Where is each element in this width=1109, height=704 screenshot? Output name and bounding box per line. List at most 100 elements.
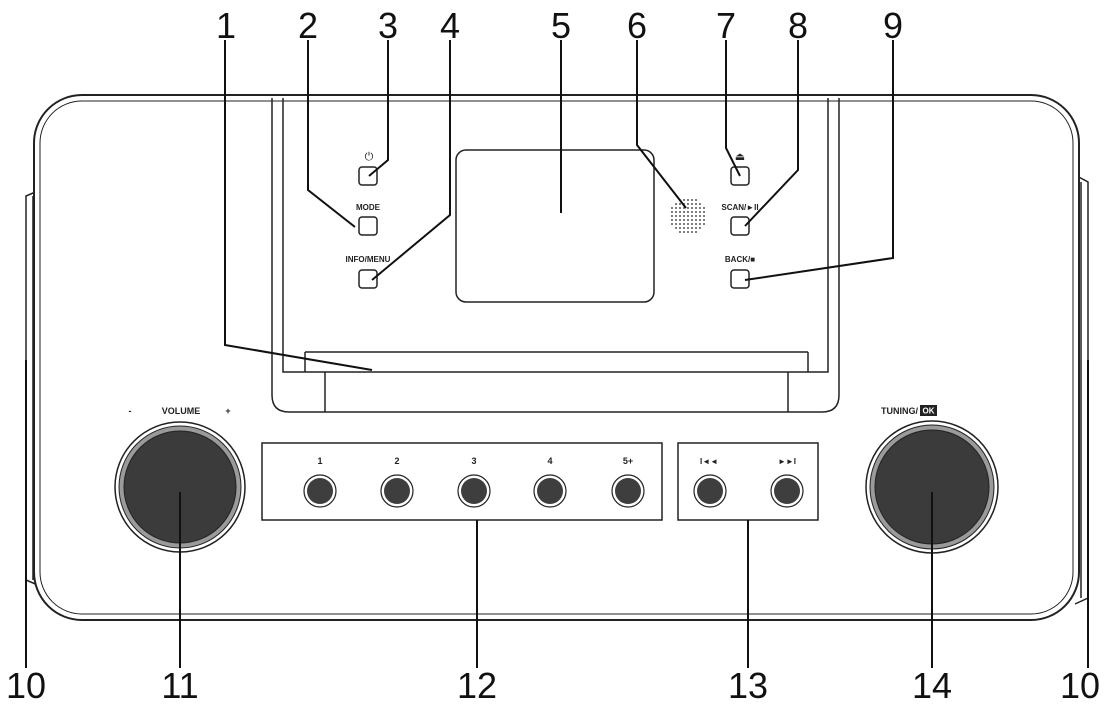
next-track-button[interactable] xyxy=(770,474,804,508)
ir-sensor-grid xyxy=(671,199,705,233)
ir-sensor-dot xyxy=(679,223,681,225)
ir-sensor-dot xyxy=(671,215,673,217)
ir-sensor-dot xyxy=(695,219,697,221)
ir-sensor-dot xyxy=(675,223,677,225)
callout-14: 14 xyxy=(912,665,952,704)
ir-sensor-dot xyxy=(671,211,673,213)
callout-2: 2 xyxy=(298,5,318,46)
preset-label-5plus: 5+ xyxy=(623,456,633,466)
previous-track-button[interactable] xyxy=(693,474,727,508)
ir-sensor-dot xyxy=(699,211,701,213)
ir-sensor-dot xyxy=(683,219,685,221)
preset-label-3: 3 xyxy=(471,456,476,466)
ir-sensor-dot xyxy=(671,223,673,225)
ir-sensor-dot xyxy=(675,207,677,209)
ir-sensor-dot xyxy=(699,207,701,209)
next-track-icon: ►►I xyxy=(778,457,796,466)
ir-sensor-dot xyxy=(671,207,673,209)
ir-sensor-dot xyxy=(695,203,697,205)
volume-plus-label: + xyxy=(225,406,230,416)
ir-sensor-dot xyxy=(687,219,689,221)
ir-sensor-dot xyxy=(675,215,677,217)
callout-5: 5 xyxy=(551,5,571,46)
volume-label: VOLUME xyxy=(162,406,201,416)
ir-sensor-dot xyxy=(675,211,677,213)
preset-label-2: 2 xyxy=(394,456,399,466)
ir-sensor-dot xyxy=(683,231,685,233)
ir-sensor-dot xyxy=(699,223,701,225)
ir-sensor-dot xyxy=(699,215,701,217)
ir-sensor-dot xyxy=(703,207,705,209)
preset-label-1: 1 xyxy=(317,456,322,466)
ir-sensor-dot xyxy=(671,219,673,221)
callout-9: 9 xyxy=(883,5,903,46)
volume-knob[interactable] xyxy=(114,421,246,553)
ir-sensor-dot xyxy=(691,211,693,213)
preset-button-5plus[interactable] xyxy=(611,474,645,508)
ir-sensor-dot xyxy=(687,207,689,209)
ir-sensor-dot xyxy=(699,227,701,229)
ir-sensor-dot xyxy=(695,207,697,209)
callout-7: 7 xyxy=(716,5,736,46)
scan-play-pause-label: SCAN/►II xyxy=(721,203,758,212)
ir-sensor-dot xyxy=(675,219,677,221)
ir-sensor-dot xyxy=(695,211,697,213)
display-screen xyxy=(455,149,655,303)
back-stop-label: BACK/■ xyxy=(725,255,755,264)
info-menu-button[interactable] xyxy=(358,269,378,289)
scan-play-pause-button[interactable] xyxy=(730,216,750,236)
ir-sensor-dot xyxy=(703,211,705,213)
ir-sensor-dot xyxy=(691,219,693,221)
preset-button-1[interactable] xyxy=(303,474,337,508)
callout-10-left: 10 xyxy=(6,665,46,704)
ir-sensor-dot xyxy=(687,203,689,205)
ir-sensor-dot xyxy=(683,199,685,201)
callout-4: 4 xyxy=(440,5,460,46)
ir-sensor-dot xyxy=(691,231,693,233)
callout-8: 8 xyxy=(788,5,808,46)
ir-sensor-dot xyxy=(691,203,693,205)
ir-sensor-dot xyxy=(691,215,693,217)
ir-sensor-dot xyxy=(679,211,681,213)
top-control-panel xyxy=(271,98,840,413)
callout-12: 12 xyxy=(457,665,497,704)
ir-sensor-dot xyxy=(699,219,701,221)
ir-sensor-dot xyxy=(679,227,681,229)
mode-label: MODE xyxy=(356,203,381,212)
ir-sensor-dot xyxy=(683,215,685,217)
ir-sensor-dot xyxy=(691,199,693,201)
preset-button-2[interactable] xyxy=(380,474,414,508)
ir-sensor-dot xyxy=(691,207,693,209)
ir-sensor-dot xyxy=(679,207,681,209)
info-menu-label: INFO/MENU xyxy=(346,255,391,264)
preset-button-4[interactable] xyxy=(533,474,567,508)
callout-3: 3 xyxy=(378,5,398,46)
volume-minus-label: - xyxy=(129,406,132,416)
ir-sensor-dot xyxy=(683,211,685,213)
callout-13: 13 xyxy=(728,665,768,704)
previous-track-icon: I◄◄ xyxy=(700,457,718,466)
ir-sensor-dot xyxy=(703,223,705,225)
ir-sensor-dot xyxy=(675,203,677,205)
tuning-ok-label: OK xyxy=(923,407,935,416)
tuning-label: TUNING/ xyxy=(881,406,918,416)
ir-sensor-dot xyxy=(675,227,677,229)
ir-sensor-dot xyxy=(695,223,697,225)
ir-sensor-dot xyxy=(687,227,689,229)
ir-sensor-dot xyxy=(679,231,681,233)
ir-sensor-dot xyxy=(703,219,705,221)
ir-sensor-dot xyxy=(679,219,681,221)
power-button[interactable] xyxy=(358,166,378,186)
preset-label-4: 4 xyxy=(547,456,552,466)
tuning-ok-badge xyxy=(920,405,937,416)
ir-sensor-dot xyxy=(695,215,697,217)
tuning-knob[interactable] xyxy=(865,420,999,554)
eject-icon: ⏏ xyxy=(735,150,745,163)
ir-sensor-dot xyxy=(687,231,689,233)
ir-sensor-dot xyxy=(703,215,705,217)
mode-button[interactable] xyxy=(358,216,378,236)
ir-sensor-dot xyxy=(687,199,689,201)
ir-sensor-dot xyxy=(691,223,693,225)
preset-button-3[interactable] xyxy=(457,474,491,508)
